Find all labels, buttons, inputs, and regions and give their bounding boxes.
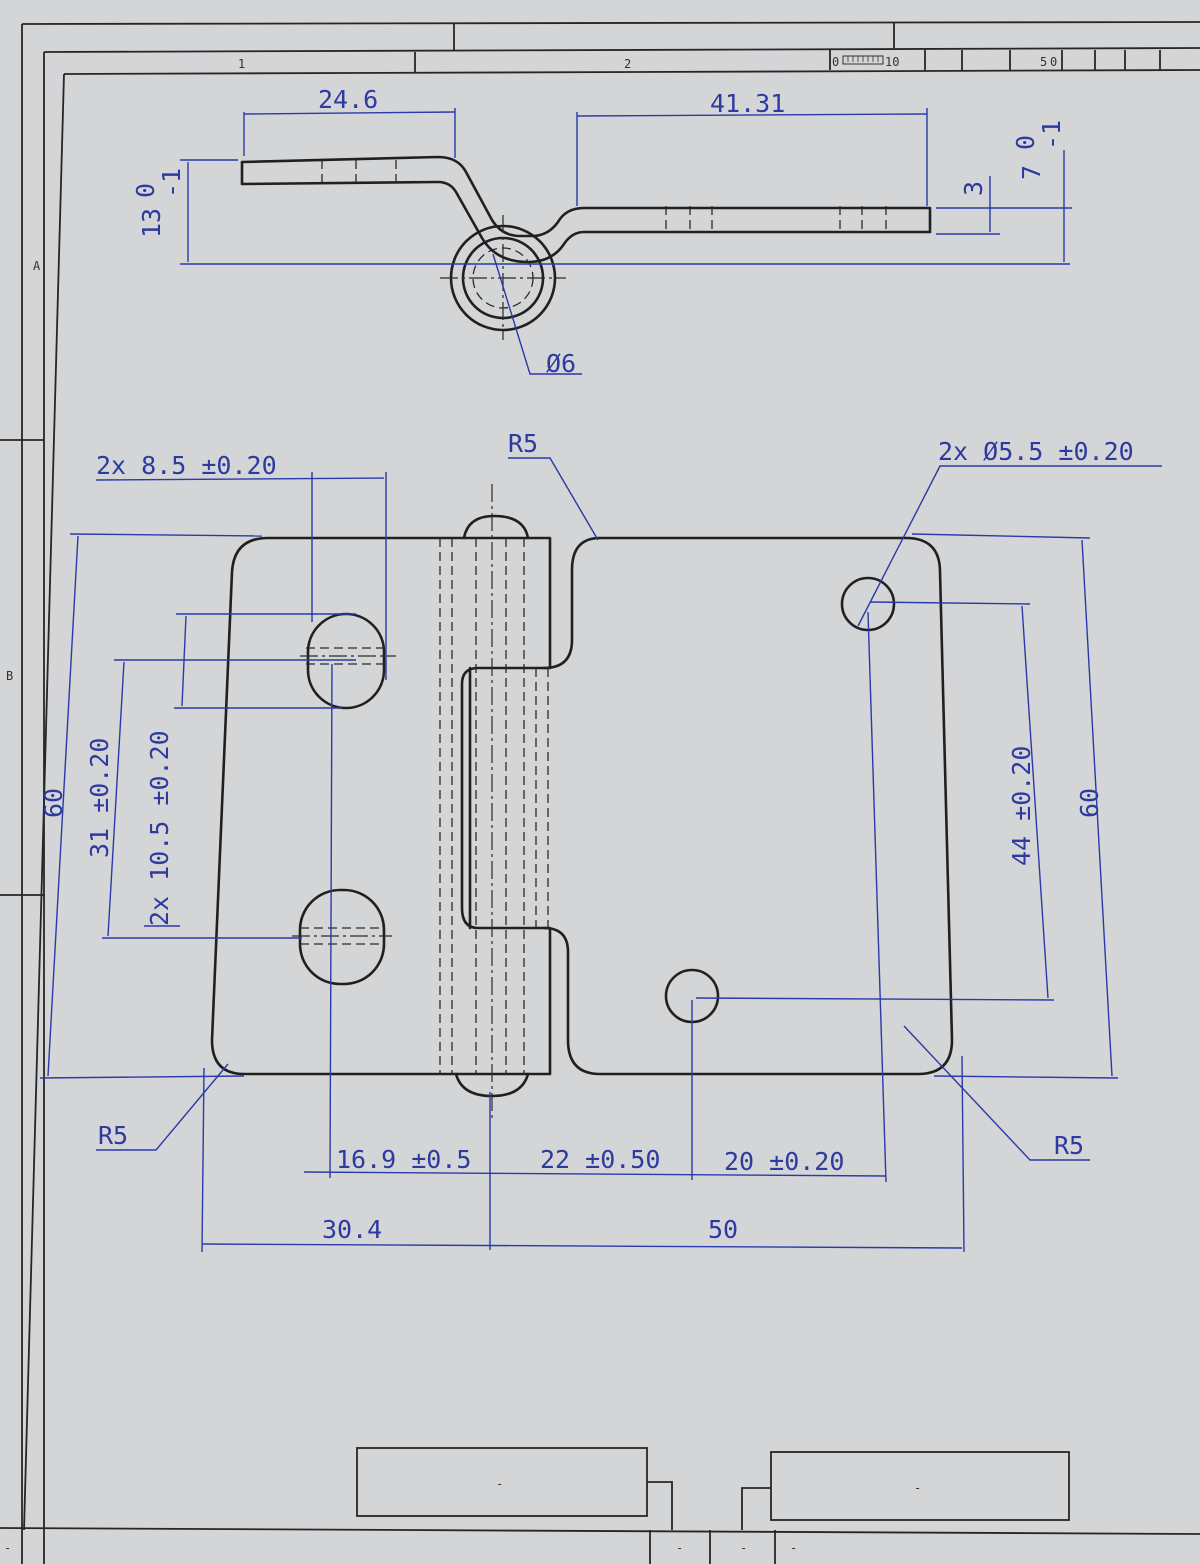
dim-leaf-offset-tol-upper: 0 [1011,135,1040,150]
dim-left-flange-length: 24.6 [318,85,378,114]
dim-overall-height: 13 0 -1 [131,168,186,238]
zone-number-2: 2 [624,57,631,71]
side-view-geometry [240,155,932,340]
dim-leaf-offset-nominal: 7 [1017,165,1046,180]
dim-slot-length: 2x 10.5 ±0.20 [145,730,174,926]
dim-overall-height-tol-lower: -1 [157,168,186,198]
footer-cell-4: - [790,1541,797,1555]
dim-slot-pitch: 31 ±0.20 [85,738,114,858]
title-box-left-value: - [496,1477,503,1491]
dim-hole-to-hole: 20 ±0.20 [724,1147,844,1176]
dim-leaf-offset-tol-lower: -1 [1037,120,1066,150]
dim-overall-height-nominal: 13 [137,208,166,238]
dim-slot-to-pin: 16.9 ±0.5 [336,1145,471,1174]
dim-right-leaf-height-value: 60 [1075,788,1104,818]
zone-letter-a: A [33,259,41,273]
dim-pin-diameter: Ø6 [546,349,576,378]
footer-cell-2: - [676,1541,683,1555]
footer-cell-3: - [740,1541,747,1555]
dim-hole-diameter: 2x Ø5.5 ±0.20 [938,437,1134,466]
scale-tick-0b: 0 [1050,55,1057,69]
scale-tick-10: 10 [885,55,899,69]
dim-left-leaf-height: 60 [39,788,68,818]
dim-fillet-bottom-left: R5 [98,1121,128,1150]
dim-hole-pitch-value: 44 ±0.20 [1007,746,1036,866]
dim-right-leaf-height: 60 [1075,788,1104,818]
dim-slot-width: 2x 8.5 ±0.20 [96,451,277,480]
plan-view-geometry [210,484,954,1120]
dim-leaf-offset: 7 0 -1 [1011,120,1066,180]
side-view-dimensions [180,108,1072,375]
dim-fillet-bottom-right: R5 [1054,1131,1084,1160]
plan-view-dimensions [39,457,1162,1253]
dim-right-flange-length: 41.31 [710,89,785,118]
dim-slot-pitch-value: 31 ±0.20 [85,738,114,858]
dim-pin-to-hole: 22 ±0.50 [540,1145,660,1174]
dim-fillet-top: R5 [508,429,538,458]
zone-number-1: 1 [238,57,245,71]
title-block [356,1447,1070,1530]
dim-hole-pitch: 44 ±0.20 [1007,746,1036,866]
zone-letter-b: B [6,669,13,683]
scale-tick-5: 5 [1040,55,1047,69]
dim-thickness: 3 [959,181,988,196]
scale-tick-0: 0 [832,55,839,69]
dim-slot-length-value: 2x 10.5 ±0.20 [145,730,174,926]
title-box-right-value: - [914,1481,921,1495]
dim-overall-height-tol-upper: 0 [131,183,160,198]
dim-right-width: 50 [708,1215,738,1244]
dim-left-leaf-height-value: 60 [39,788,68,818]
dim-thickness-value: 3 [959,181,988,196]
dim-left-width: 30.4 [322,1215,382,1244]
drawing-frame [0,21,1200,1564]
footer-cell-1: - [4,1541,11,1555]
